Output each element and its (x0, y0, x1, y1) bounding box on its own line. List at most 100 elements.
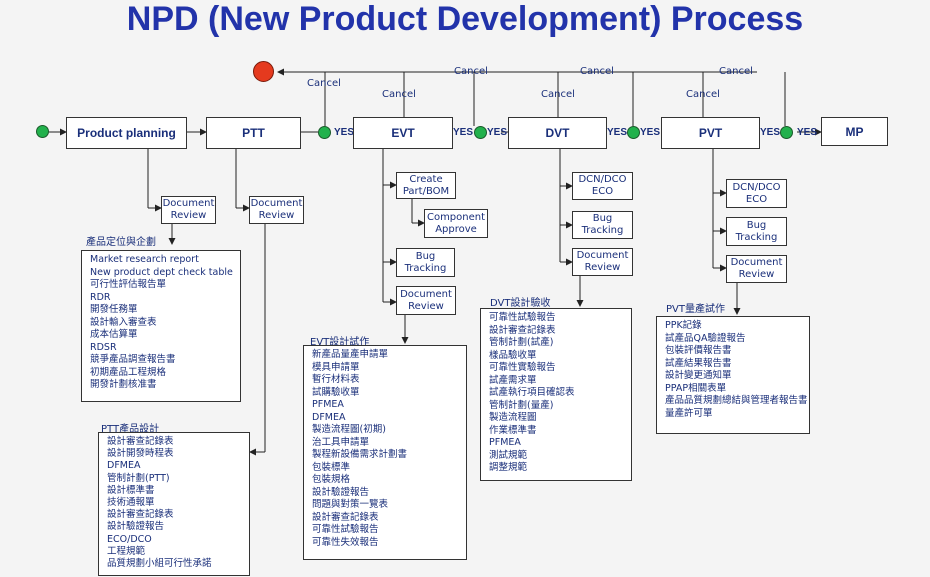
evt-decision-node (474, 126, 487, 139)
ptt-decision-node (318, 126, 331, 139)
list-item: 製造流程圖 (489, 412, 537, 423)
pvt-bug-tracking: Bug Tracking (726, 217, 787, 246)
list-item: 包裝評價報告書 (665, 345, 732, 356)
pp-deliverables-heading: 產品定位與企劃 (86, 237, 156, 248)
list-item: 設計變更通知單 (665, 370, 732, 381)
stage-evt: EVT (353, 117, 453, 149)
pp-document-review: Document Review (161, 196, 216, 224)
list-item: 產品品質規劃總結與管理者報告書 (665, 395, 808, 406)
cancel-label: Cancel (541, 89, 575, 100)
yes-label: YES (640, 127, 661, 138)
ptt-document-review: Document Review (249, 196, 304, 224)
list-item: PFMEA (489, 437, 521, 448)
evt-deliverables-heading: EVT設計試作 (310, 337, 370, 348)
list-item: PPAP相關表單 (665, 382, 727, 394)
yes-label: YES (453, 127, 474, 138)
list-item: 工程規範 (107, 545, 146, 557)
dvt-bug-tracking: Bug Tracking (572, 211, 633, 239)
stage-mp: MP (821, 117, 888, 146)
stage-product-planning: Product planning (66, 117, 187, 149)
list-item: 開發任務單 (90, 304, 138, 315)
yes-label: YES (334, 127, 355, 138)
ptt-deliverables-list: 設計審查記錄表 設計開發時程表 DFMEA 管制計劃(PTT) 設計標準書 技術… (98, 432, 250, 576)
dvt-dcn-dco-eco: DCN/DCO ECO (572, 172, 633, 200)
cancel-label: Cancel (686, 89, 720, 100)
start-node (36, 125, 49, 138)
list-item: 設計標準書 (107, 484, 155, 496)
list-item: 設計審查記錄表 (107, 436, 174, 447)
list-item: DFMEA (312, 411, 346, 423)
list-item: 設計驗證報告 (312, 486, 370, 498)
yes-label: YES (487, 127, 508, 138)
evt-document-review: Document Review (396, 286, 456, 315)
list-item: 技術通報單 (107, 497, 155, 509)
list-item: 開發計劃核准書 (90, 379, 157, 390)
list-item: 試產結果報告書 (665, 357, 732, 369)
list-item: 競爭產品調查報告書 (90, 354, 176, 365)
cancel-label: Cancel (580, 66, 614, 77)
list-item: DFMEA (107, 460, 141, 472)
list-item: 設計驗證報告 (107, 521, 165, 533)
ptt-deliverables-heading: PTT產品設計 (101, 424, 160, 435)
cancel-label: Cancel (307, 78, 341, 89)
list-item: 管制計劃(PTT) (107, 472, 170, 484)
pvt-decision-node (780, 126, 793, 139)
cancel-label: Cancel (382, 89, 416, 100)
list-item: 測試規範 (489, 449, 528, 461)
pvt-dcn-dco-eco: DCN/DCO ECO (726, 179, 787, 208)
list-item: 模具申請單 (312, 361, 360, 373)
list-item: 設計審查記錄表 (107, 509, 174, 521)
list-item: 製造流程圖(初期) (312, 424, 386, 435)
evt-deliverables-list: 新產品量產申請單 模具申請單 暫行材料表 試購驗收單 PFMEA DFMEA 製… (303, 345, 467, 560)
yes-label: YES (797, 127, 818, 138)
page-title: NPD (New Product Development) Process (126, 0, 804, 38)
dvt-deliverables-list: 可靠性試驗報告 設計審查記錄表 管制計劃(試產) 樣品驗收單 可靠性實驗報告 試… (480, 308, 632, 481)
list-item: 試產品QA驗證報告 (665, 332, 746, 344)
list-item: 量產許可單 (665, 407, 713, 419)
list-item: 管制計劃(量產) (489, 399, 554, 411)
list-item: 可靠性試驗報告 (489, 312, 556, 323)
dvt-document-review: Document Review (572, 248, 633, 276)
list-item: PPK記錄 (665, 320, 702, 331)
list-item: 治工具申請單 (312, 436, 370, 448)
list-item: 樣品驗收單 (489, 349, 537, 361)
list-item: 問題與對策一覽表 (312, 499, 389, 510)
list-item: RDSR (90, 341, 117, 353)
list-item: 成本估算單 (90, 329, 138, 340)
list-item: PFMEA (312, 399, 344, 410)
list-item: New product dept check table (90, 266, 233, 278)
list-item: 可行性評估報告單 (90, 279, 167, 290)
stage-dvt: DVT (508, 117, 607, 149)
list-item: 試產需求單 (489, 374, 537, 386)
yes-label: YES (760, 127, 781, 138)
yes-label: YES (607, 127, 628, 138)
list-item: 可靠性實驗報告 (489, 362, 556, 373)
list-item: 管制計劃(試產) (489, 337, 554, 348)
evt-bug-tracking: Bug Tracking (396, 248, 455, 277)
list-item: 調整規範 (489, 462, 528, 473)
list-item: 可靠性試驗報告 (312, 524, 379, 535)
pvt-document-review: Document Review (726, 255, 787, 283)
list-item: 暫行材料表 (312, 374, 360, 385)
list-item: 設計審查記錄表 (489, 324, 556, 336)
dvt-decision-node (627, 126, 640, 139)
list-item: 新產品量產申請單 (312, 349, 389, 360)
cancel-label: Cancel (719, 66, 753, 77)
pp-deliverables-list: Market research report New product dept … (81, 250, 241, 402)
list-item: 包裝規格 (312, 474, 351, 485)
list-item: 作業標準書 (489, 424, 537, 436)
list-item: RDR (90, 291, 111, 303)
list-item: 製程新設備需求計劃書 (312, 449, 408, 460)
list-item: Market research report (90, 254, 199, 265)
stage-ptt: PTT (206, 117, 301, 149)
pvt-deliverables-list: PPK記錄 試產品QA驗證報告 包裝評價報告書 試產結果報告書 設計變更通知單 … (656, 316, 810, 434)
list-item: 設計開發時程表 (107, 448, 174, 460)
dvt-deliverables-heading: DVT設計驗收 (490, 298, 551, 309)
list-item: 初期產品工程規格 (90, 366, 167, 378)
list-item: 品質規劃小組可行性承諾 (107, 558, 212, 570)
list-item: 設計審查記錄表 (312, 511, 379, 523)
list-item: 試產執行項目確認表 (489, 387, 575, 398)
list-item: ECO/DCO (107, 533, 152, 545)
list-item: 包裝標準 (312, 461, 351, 473)
